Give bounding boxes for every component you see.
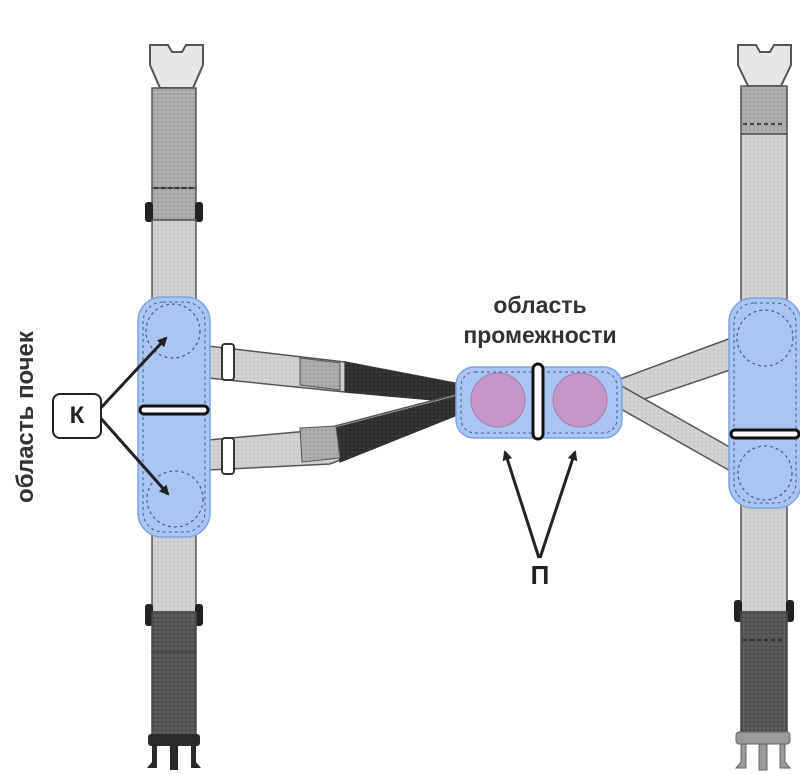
left-connecting-straps (207, 343, 461, 475)
p-arrows (502, 450, 578, 559)
k-marker: К (52, 393, 102, 439)
perineum-label-line1: область (493, 292, 587, 318)
kidney-area-label: область почек (12, 331, 39, 503)
buckle-icon (149, 44, 204, 89)
perineum-pad (455, 362, 623, 441)
arrow-icon (95, 336, 168, 414)
perineum-zone-icon (470, 372, 526, 428)
right-connecting-straps (611, 332, 744, 474)
arrow-icon (95, 413, 170, 496)
buckle-icon (734, 731, 792, 771)
perineum-label-line2: промежности (463, 322, 617, 348)
kidney-zone-icon (146, 470, 204, 528)
buckle-icon (147, 734, 201, 770)
p-marker: П (530, 560, 550, 590)
arrow-icon (502, 450, 541, 559)
right-belt (734, 44, 794, 771)
kidney-zone-icon (145, 303, 201, 359)
perineum-zone-icon (552, 372, 608, 428)
kidney-pad-left (137, 296, 211, 538)
kidney-pad-right (728, 297, 800, 509)
perineum-area-label: область промежности (420, 290, 660, 350)
arrow-icon (538, 450, 578, 559)
buckle-icon (737, 44, 792, 87)
k-arrows (95, 336, 170, 496)
